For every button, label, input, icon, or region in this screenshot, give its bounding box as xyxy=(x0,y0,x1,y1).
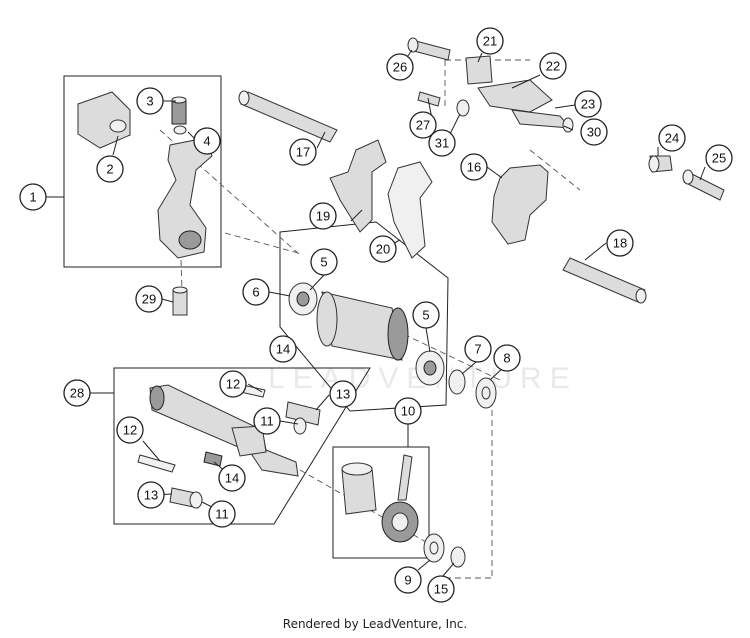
callout-20: 20 xyxy=(369,235,397,263)
svg-text:12: 12 xyxy=(123,423,137,438)
svg-text:27: 27 xyxy=(416,118,430,133)
callout-4: 4 xyxy=(193,127,221,155)
callout-18: 18 xyxy=(606,229,634,257)
svg-text:5: 5 xyxy=(422,308,429,323)
washers-part xyxy=(423,369,497,568)
callout-31: 31 xyxy=(428,129,456,157)
shift-fork-16-part xyxy=(491,164,549,245)
callout-22: 22 xyxy=(539,52,567,80)
svg-text:7: 7 xyxy=(474,342,481,357)
bolt-parts-right xyxy=(648,155,725,201)
svg-text:31: 31 xyxy=(435,136,449,151)
svg-text:11: 11 xyxy=(260,414,274,429)
callout-7: 7 xyxy=(464,335,492,363)
svg-text:13: 13 xyxy=(144,488,158,503)
callout-28: 28 xyxy=(63,379,91,407)
callout-5-lower: 5 xyxy=(412,301,440,329)
callout-9: 9 xyxy=(394,566,422,594)
svg-text:10: 10 xyxy=(401,404,415,419)
callout-14-lower: 14 xyxy=(218,464,246,492)
svg-text:20: 20 xyxy=(376,242,390,257)
svg-text:18: 18 xyxy=(613,236,627,251)
frame-shift-shaft-assembly xyxy=(113,367,371,525)
callout-19: 19 xyxy=(309,202,337,230)
svg-text:24: 24 xyxy=(665,131,679,146)
callout-11-lower: 11 xyxy=(208,500,236,528)
callout-10: 10 xyxy=(394,397,422,425)
callout-23: 23 xyxy=(574,90,602,118)
shift-arm-parts xyxy=(407,37,574,133)
callout-24: 24 xyxy=(658,124,686,152)
svg-text:21: 21 xyxy=(483,34,497,49)
callout-13-lower: 13 xyxy=(137,481,165,509)
footer-credit: Rendered by LeadVenture, Inc. xyxy=(282,617,468,631)
callout-30: 30 xyxy=(580,118,608,146)
callout-27: 27 xyxy=(409,111,437,139)
callout-6: 6 xyxy=(242,278,270,306)
callout-2: 2 xyxy=(96,155,124,183)
svg-text:29: 29 xyxy=(142,292,156,307)
svg-text:14: 14 xyxy=(276,342,290,357)
shift-fork-19-part xyxy=(329,139,387,233)
callout-17: 17 xyxy=(289,138,317,166)
callout-1: 1 xyxy=(19,183,47,211)
svg-text:1: 1 xyxy=(29,190,36,205)
callout-25: 25 xyxy=(705,144,733,172)
callout-5-upper: 5 xyxy=(310,248,338,276)
svg-text:5: 5 xyxy=(320,255,327,270)
svg-text:15: 15 xyxy=(434,582,448,597)
callout-3: 3 xyxy=(136,87,164,115)
callout-16: 16 xyxy=(460,153,488,181)
frame-shift-lever-assembly xyxy=(63,75,222,268)
callout-8: 8 xyxy=(493,344,521,372)
frame-shift-drum-assembly xyxy=(279,221,449,412)
svg-text:19: 19 xyxy=(316,209,330,224)
svg-text:8: 8 xyxy=(503,351,510,366)
svg-text:3: 3 xyxy=(146,94,153,109)
svg-text:9: 9 xyxy=(404,573,411,588)
svg-text:23: 23 xyxy=(581,97,595,112)
svg-text:13: 13 xyxy=(336,387,350,402)
shift-rod-upper-part xyxy=(238,90,338,143)
svg-text:22: 22 xyxy=(546,59,560,74)
svg-text:12: 12 xyxy=(226,377,240,392)
callout-29: 29 xyxy=(135,285,163,313)
svg-text:2: 2 xyxy=(106,162,113,177)
callout-14-upper: 14 xyxy=(269,335,297,363)
svg-text:16: 16 xyxy=(467,160,481,175)
shift-shaft-part xyxy=(137,383,321,509)
callout-12-lower: 12 xyxy=(116,416,144,444)
shift-lever-part xyxy=(77,91,213,316)
svg-text:17: 17 xyxy=(296,145,310,160)
callout-26: 26 xyxy=(386,53,414,81)
svg-text:26: 26 xyxy=(393,60,407,75)
callout-13-upper: 13 xyxy=(329,380,357,408)
svg-text:14: 14 xyxy=(225,471,239,486)
shift-rod-lower-part xyxy=(562,257,647,304)
svg-text:28: 28 xyxy=(70,386,84,401)
svg-text:4: 4 xyxy=(203,134,210,149)
frame-spring-assembly xyxy=(332,446,430,559)
callout-21: 21 xyxy=(476,27,504,55)
shift-drum-part xyxy=(288,282,445,386)
svg-text:11: 11 xyxy=(215,507,229,522)
callout-12-upper: 12 xyxy=(219,370,247,398)
svg-text:25: 25 xyxy=(712,151,726,166)
svg-text:30: 30 xyxy=(587,125,601,140)
callout-11-upper: 11 xyxy=(253,407,281,435)
shift-fork-20-part xyxy=(387,161,433,259)
svg-text:6: 6 xyxy=(252,285,259,300)
detent-spring-part xyxy=(341,454,419,543)
callout-15: 15 xyxy=(427,575,455,603)
